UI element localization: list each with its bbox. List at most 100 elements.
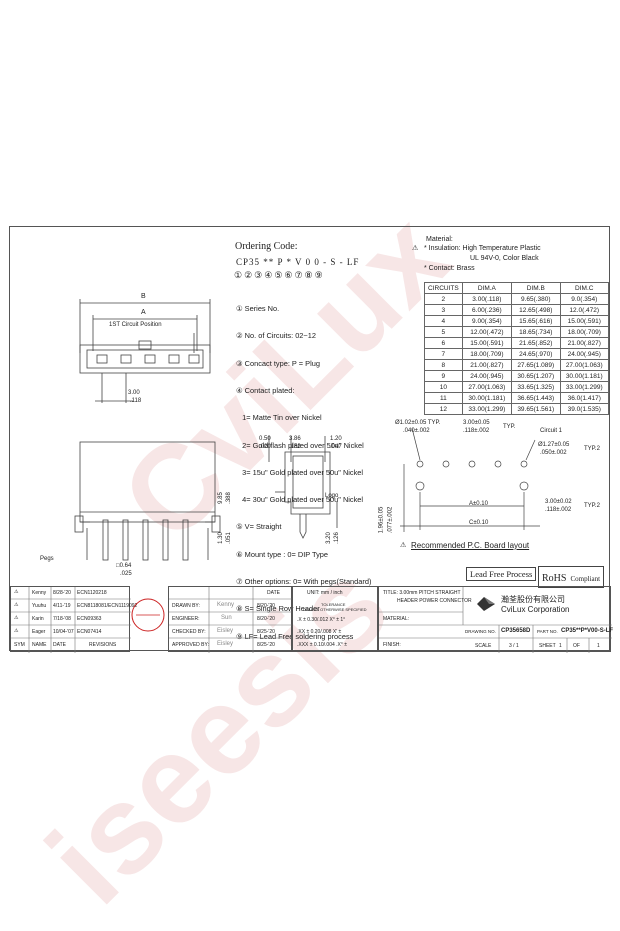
dim-130-label: 1.30 (217, 532, 224, 544)
part-no-label: PART NO. (537, 629, 558, 634)
rev-revisions-header: REVISIONS (89, 642, 117, 648)
dim-047-label: .047 (330, 444, 342, 450)
pcb-layout-title: Recommended P.C. Board layout (411, 541, 530, 550)
engineer-label: ENGINEER: (172, 616, 200, 622)
peg-pitch-inch-label: .118±.002 (545, 507, 572, 513)
dim-196-label: 1.96±0.05 (378, 506, 385, 534)
dim-a-tol-label: A±0.10 (469, 501, 488, 507)
circuit1-label: Circuit 1 (540, 428, 563, 434)
ordering-circles: ①②③④⑤⑥⑦⑧⑨ (234, 270, 325, 280)
rohs-badge: RoHS Compliant (538, 566, 605, 588)
rev-name: Karin (32, 616, 44, 622)
title-block: TITLE: 3.00mm PITCH STRAIGHT HEADER POWE… (378, 586, 613, 653)
tolerance-block: UNIT: mm / inch TOLERANCE UNLESS OTHERWI… (292, 586, 378, 652)
ordering-code: CP35 ** P * V 0 0 - S - LF (236, 257, 360, 267)
drawn-by-label: DRAWN BY: (172, 603, 200, 609)
logo-label: Logo (325, 493, 339, 499)
title-line-2: HEADER POWER CONNECTOR (397, 598, 472, 604)
engineer-date: 8/20-'20 (257, 616, 275, 622)
rev-name: Eager (32, 629, 46, 635)
engineer-name: Sun (221, 615, 232, 621)
unit-label: UNIT: mm / inch (307, 590, 343, 596)
dim-985-label: 9.85 (217, 492, 224, 504)
scale-value: 3 / 1 (509, 643, 519, 649)
rev-sym-header: SYM (14, 642, 25, 648)
rev-date: 8/28-'20 (53, 590, 71, 596)
material-contact: * Contact: Brass (424, 265, 475, 272)
front-view-drawing (74, 441, 221, 561)
dim-020-label: .020 (259, 444, 271, 450)
drawn-by-name: Kenny (217, 602, 235, 608)
title-label: TITLE: 3.00mm PITCH STRAIGHT (383, 590, 461, 596)
pcb-pitch-inch-label: .118±.002 (463, 428, 490, 434)
pegs-label: Pegs (40, 556, 54, 562)
approval-stamp (131, 598, 165, 632)
warning-icon: ⚠ (412, 245, 419, 252)
rev-date-header: DATE (53, 642, 66, 648)
rev-desc: ECN09363 (77, 616, 102, 622)
ordering-title: Ordering Code: (235, 241, 298, 252)
pin-size-label: □0.64 (116, 563, 132, 569)
material-title: Material: (426, 236, 453, 243)
tolerance-row: .X ± 0.30/.012 X° ± 1° (297, 617, 346, 623)
pitch-inch-label: .118 (130, 398, 142, 404)
dim-320-label: 3.20 (325, 532, 332, 544)
rev-icon: ⚠ (14, 602, 19, 608)
of-label: OF (573, 643, 580, 649)
sheet-label: SHEET (539, 643, 556, 649)
dim-388-label: .388 (225, 492, 232, 504)
dim-b-label: B (141, 293, 146, 300)
pcb-hole-inch-label: .040±.002 (403, 428, 430, 434)
scale-label: SCALE (475, 643, 492, 649)
finish-label: FINISH: (383, 642, 401, 648)
dim-126-label: .126 (333, 532, 340, 544)
sheet-value: 1 (559, 643, 562, 649)
side-view-drawing (268, 436, 338, 539)
drawing-sheet: Ordering Code: CP35 ** P * V 0 0 - S - L… (9, 226, 613, 653)
pcb-warning-icon: ⚠ (400, 542, 407, 549)
dim-051-label: .051 (225, 532, 232, 544)
pin-size-inch-label: .025 (120, 571, 132, 577)
rev-desc: ECN8118081/ECN1119092 (77, 603, 138, 609)
pcb-typ-label: TYP. (503, 424, 516, 430)
approved-by-name: Eisley (217, 641, 234, 647)
revision-block: ⚠ ⚠ ⚠ ⚠ Kenny 8/28-'20 ECN1120218 Yuuhu … (10, 586, 137, 653)
pitch-label: 3.00 (128, 390, 140, 396)
peg-pitch-label: 3.00±0.02 (545, 499, 572, 505)
of-value: 1 (597, 643, 600, 649)
rev-icon: ⚠ (14, 628, 19, 634)
peg-pitch-typ-label: TYP.2 (584, 503, 600, 509)
peg-hole-inch-label: .050±.002 (540, 450, 567, 456)
pcb-hole-label: Ø1.02±0.05 TYP. (395, 420, 441, 426)
drawing-no: CP35658D (501, 628, 531, 634)
tolerance-title: TOLERANCE (321, 602, 346, 607)
dim-152-label: .152 (289, 444, 301, 450)
signoff-date-header: DATE (267, 590, 280, 596)
material-insulation: * Insulation: High Temperature Plastic (424, 245, 541, 252)
dim-050-label: 0.50 (259, 436, 271, 442)
dim-c-tol-label: C±0.10 (469, 520, 489, 526)
checked-by-date: 8/25-'20 (257, 629, 275, 635)
rev-desc: ECN1120218 (77, 590, 107, 596)
approved-by-date: 8/25-'20 (257, 642, 275, 648)
rev-name: Yuuhu (32, 603, 47, 609)
dim-a-label: A (141, 309, 146, 316)
peg-hole-label: Ø1.27±0.05 (538, 442, 570, 448)
rev-date: 4/11-'19 (53, 603, 71, 609)
material-insulation-2: UL 94V-0, Color Black (470, 255, 539, 262)
company-name-en: CviLux Corporation (501, 605, 570, 614)
dim-120-label: 1.20 (330, 436, 342, 442)
approved-by-label: APPROVED BY: (172, 642, 209, 648)
dim-077-label: .077±.002 (387, 506, 394, 534)
material-label: MATERIAL: (383, 616, 410, 622)
rev-date: 7/18-'08 (53, 616, 71, 622)
dim-386-label: 3.86 (289, 436, 301, 442)
